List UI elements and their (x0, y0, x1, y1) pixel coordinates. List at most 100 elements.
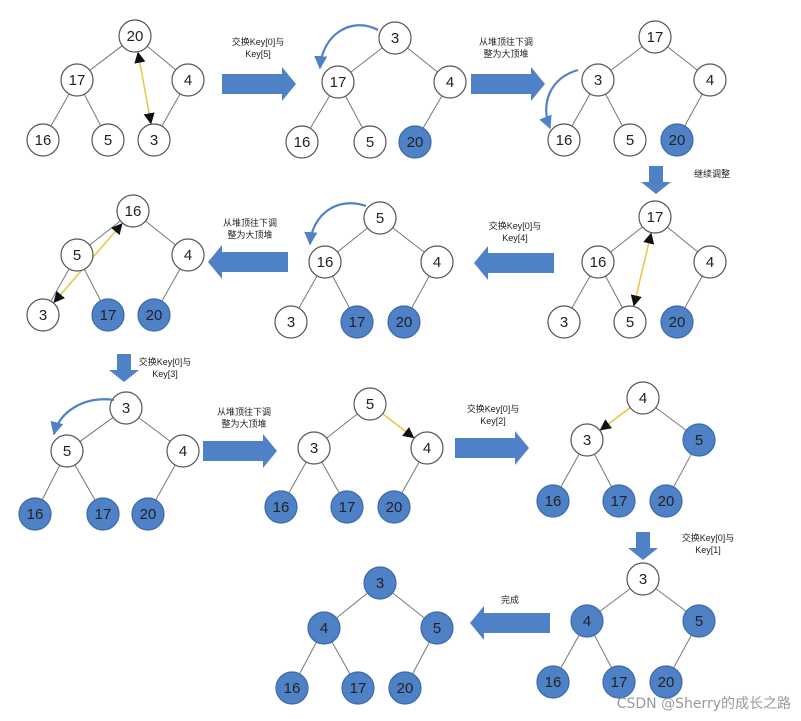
node-circle (91, 298, 125, 332)
node-circle (50, 434, 84, 468)
step-label: 整为大顶堆 (483, 48, 528, 59)
tree-edge (298, 275, 318, 309)
node-circle (638, 20, 672, 54)
tree-node: 16 (18, 497, 52, 531)
node-circle (613, 123, 647, 157)
node-circle (340, 305, 374, 339)
tree-edge (288, 461, 307, 494)
node-circle (387, 305, 421, 339)
step-arrow (222, 67, 296, 101)
node-circle (649, 665, 683, 699)
tree-node: 17 (602, 665, 636, 699)
node-value: 3 (310, 440, 318, 457)
tree-edge (610, 226, 643, 253)
tree-node: 5 (613, 305, 647, 339)
node-value: 4 (320, 620, 328, 637)
node-value: 4 (706, 72, 714, 89)
tree-edge (667, 46, 698, 71)
node-value: 4 (184, 247, 192, 264)
node-value: 5 (104, 132, 112, 149)
step-label: Key[4] (502, 233, 528, 243)
tree-node: 17 (638, 200, 672, 234)
node-value: 4 (179, 443, 187, 460)
tree-node: 20 (388, 671, 422, 705)
node-value: 3 (583, 432, 591, 449)
tree-edge (138, 417, 171, 442)
step-arrow (470, 606, 550, 640)
tree-node: 20 (118, 19, 152, 53)
step-arrow (471, 67, 545, 101)
step-label: 整为大顶堆 (221, 418, 266, 429)
tree-node: 16 (116, 194, 150, 228)
tree-node: 20 (649, 665, 683, 699)
tree-node: 4 (171, 63, 205, 97)
node-circle (171, 238, 205, 272)
tree-node: 20 (377, 490, 411, 524)
tree-edge (599, 588, 631, 612)
node-circle (682, 423, 716, 457)
node-circle (264, 490, 298, 524)
node-value: 20 (397, 680, 414, 697)
node-value: 5 (695, 432, 703, 449)
node-circle (536, 665, 570, 699)
tree-edge (161, 93, 181, 127)
node-value: 3 (594, 72, 602, 89)
tree-node: 17 (86, 497, 120, 531)
node-value: 5 (626, 314, 634, 331)
node-circle (626, 562, 660, 596)
tree-edge (401, 461, 420, 494)
node-value: 4 (639, 390, 647, 407)
node-circle (166, 434, 200, 468)
node-circle (297, 431, 331, 465)
tree-node: 17 (340, 305, 374, 339)
node-circle (602, 665, 636, 699)
tree-edge (309, 95, 331, 129)
node-circle (285, 125, 319, 159)
step-label: 从堆顶往下调 (223, 217, 277, 228)
node-value: 3 (560, 314, 568, 331)
step-arrow (641, 166, 671, 194)
node-value: 17 (95, 506, 112, 523)
node-value: 5 (366, 396, 374, 413)
tree-node: 3 (626, 562, 660, 596)
step-label: 交换Key[0]与 (682, 532, 735, 543)
tree-edge (673, 634, 692, 669)
swap-indicator (630, 232, 655, 307)
tree-edge (412, 641, 430, 675)
tree-node: 3 (137, 123, 171, 157)
node-value: 17 (69, 72, 86, 89)
tree-node: 4 (166, 434, 200, 468)
tree-edge (337, 227, 368, 253)
tree-edge (155, 464, 176, 501)
node-value: 20 (127, 28, 144, 45)
step-arrow (109, 354, 139, 382)
tree-edge (331, 641, 351, 675)
node-circle (274, 305, 308, 339)
tree-node: 5 (682, 604, 716, 638)
tree-node: 20 (649, 484, 683, 518)
node-circle (171, 63, 205, 97)
node-circle (649, 484, 683, 518)
tree-edge (332, 275, 350, 309)
swap-indicator (382, 413, 415, 439)
tree-edge (299, 641, 317, 675)
node-circle (116, 194, 150, 228)
tree-edge (684, 93, 703, 127)
tree-edge (655, 407, 687, 431)
tree-node: 4 (570, 604, 604, 638)
node-circle (433, 65, 467, 99)
node-circle (420, 245, 454, 279)
node-value: 4 (423, 440, 431, 457)
tree-node: 4 (693, 245, 727, 279)
node-value: 16 (556, 132, 573, 149)
tree-node: 4 (410, 431, 444, 465)
node-circle (109, 391, 143, 425)
node-circle (363, 566, 397, 600)
tree-node: 16 (547, 123, 581, 157)
node-value: 16 (317, 254, 334, 271)
tree-edge (560, 634, 580, 669)
tree-node: 5 (91, 123, 125, 157)
tree-edge (422, 95, 443, 129)
tree-node: 16 (264, 490, 298, 524)
